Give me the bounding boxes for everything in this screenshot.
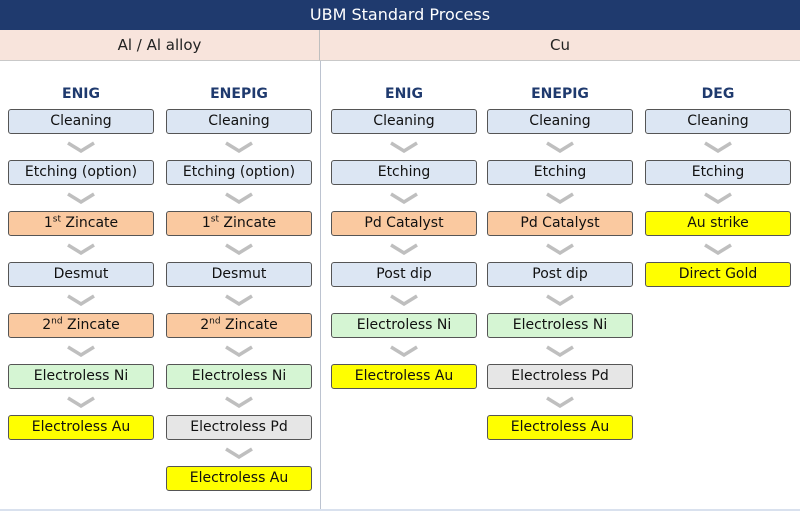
process-step: Pd Catalyst	[487, 211, 633, 236]
process-step: Etching (option)	[8, 160, 154, 185]
flow-arrow-icon	[225, 447, 253, 459]
step-ordinal-suffix: nd	[51, 316, 63, 327]
flow-arrow-icon	[67, 396, 95, 408]
column-header-enepig: ENEPIG	[531, 86, 589, 102]
process-step: Cleaning	[166, 109, 312, 134]
step-ordinal-suffix: st	[210, 214, 219, 225]
flow-arrow-icon	[704, 192, 732, 204]
column-header-deg: DEG	[701, 86, 735, 102]
step-label: Zincate	[218, 215, 277, 231]
process-step: Cleaning	[331, 109, 477, 134]
flow-arrow-icon	[67, 294, 95, 306]
flow-arrow-icon	[225, 141, 253, 153]
group-header-al: Al / Al alloy	[0, 30, 320, 61]
flow-arrow-icon	[67, 141, 95, 153]
flow-arrow-icon	[546, 294, 574, 306]
process-step: Electroless Au	[331, 364, 477, 389]
flow-arrow-icon	[546, 141, 574, 153]
process-step: 1st Zincate	[166, 211, 312, 236]
process-step: Post dip	[331, 262, 477, 287]
process-step: Electroless Pd	[166, 415, 312, 440]
flow-arrow-icon	[225, 294, 253, 306]
flow-arrow-icon	[225, 243, 253, 255]
flow-arrow-icon	[390, 294, 418, 306]
flow-arrow-icon	[546, 192, 574, 204]
process-step: Etching	[487, 160, 633, 185]
group-header-cu: Cu	[320, 30, 800, 61]
process-step: Desmut	[8, 262, 154, 287]
flow-arrow-icon	[704, 141, 732, 153]
process-step: Electroless Ni	[331, 313, 477, 338]
step-label: Zincate	[220, 317, 278, 333]
process-step: Electroless Au	[487, 415, 633, 440]
step-ordinal-suffix: st	[52, 214, 61, 225]
process-step: Electroless Ni	[8, 364, 154, 389]
column-header-enig: ENIG	[385, 86, 423, 102]
process-step: Etching	[645, 160, 791, 185]
process-step: Direct Gold	[645, 262, 791, 287]
process-step: Post dip	[487, 262, 633, 287]
flow-arrow-icon	[225, 396, 253, 408]
process-step: Pd Catalyst	[331, 211, 477, 236]
step-label: Zincate	[62, 317, 120, 333]
flow-arrow-icon	[704, 243, 732, 255]
diagram-title: UBM Standard Process	[0, 0, 800, 30]
step-ordinal-suffix: nd	[209, 316, 221, 327]
flow-arrow-icon	[390, 192, 418, 204]
flow-arrow-icon	[390, 141, 418, 153]
process-step: Desmut	[166, 262, 312, 287]
column-header-enig: ENIG	[62, 86, 100, 102]
step-ordinal: 2	[200, 317, 210, 333]
bottom-rule	[0, 509, 800, 511]
column-header-enepig: ENEPIG	[210, 86, 268, 102]
process-step: 1st Zincate	[8, 211, 154, 236]
process-step: Etching	[331, 160, 477, 185]
step-ordinal: 2	[42, 317, 52, 333]
step-ordinal: 1	[201, 215, 211, 231]
flow-arrow-icon	[390, 345, 418, 357]
flow-arrow-icon	[67, 243, 95, 255]
flow-arrow-icon	[67, 192, 95, 204]
flow-arrow-icon	[225, 192, 253, 204]
process-step: Electroless Pd	[487, 364, 633, 389]
process-step: Electroless Au	[166, 466, 312, 491]
step-ordinal: 1	[43, 215, 53, 231]
flow-arrow-icon	[67, 345, 95, 357]
process-step: 2nd Zincate	[166, 313, 312, 338]
process-step: 2nd Zincate	[8, 313, 154, 338]
step-label: Zincate	[60, 215, 119, 231]
group-divider	[320, 61, 321, 509]
process-step: Au strike	[645, 211, 791, 236]
process-step: Electroless Ni	[487, 313, 633, 338]
process-step: Cleaning	[487, 109, 633, 134]
flow-arrow-icon	[546, 396, 574, 408]
flow-arrow-icon	[546, 345, 574, 357]
process-step: Cleaning	[645, 109, 791, 134]
process-step: Electroless Ni	[166, 364, 312, 389]
process-step: Etching (option)	[166, 160, 312, 185]
flow-arrow-icon	[225, 345, 253, 357]
flow-arrow-icon	[390, 243, 418, 255]
flow-arrow-icon	[546, 243, 574, 255]
process-step: Cleaning	[8, 109, 154, 134]
process-step: Electroless Au	[8, 415, 154, 440]
